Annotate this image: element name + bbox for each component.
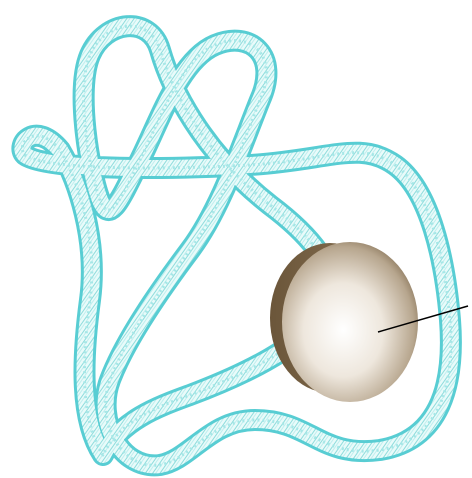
disc	[270, 242, 418, 402]
strand-path-texture	[22, 26, 451, 465]
coiled-strand	[22, 26, 451, 465]
disc-face	[282, 242, 418, 402]
